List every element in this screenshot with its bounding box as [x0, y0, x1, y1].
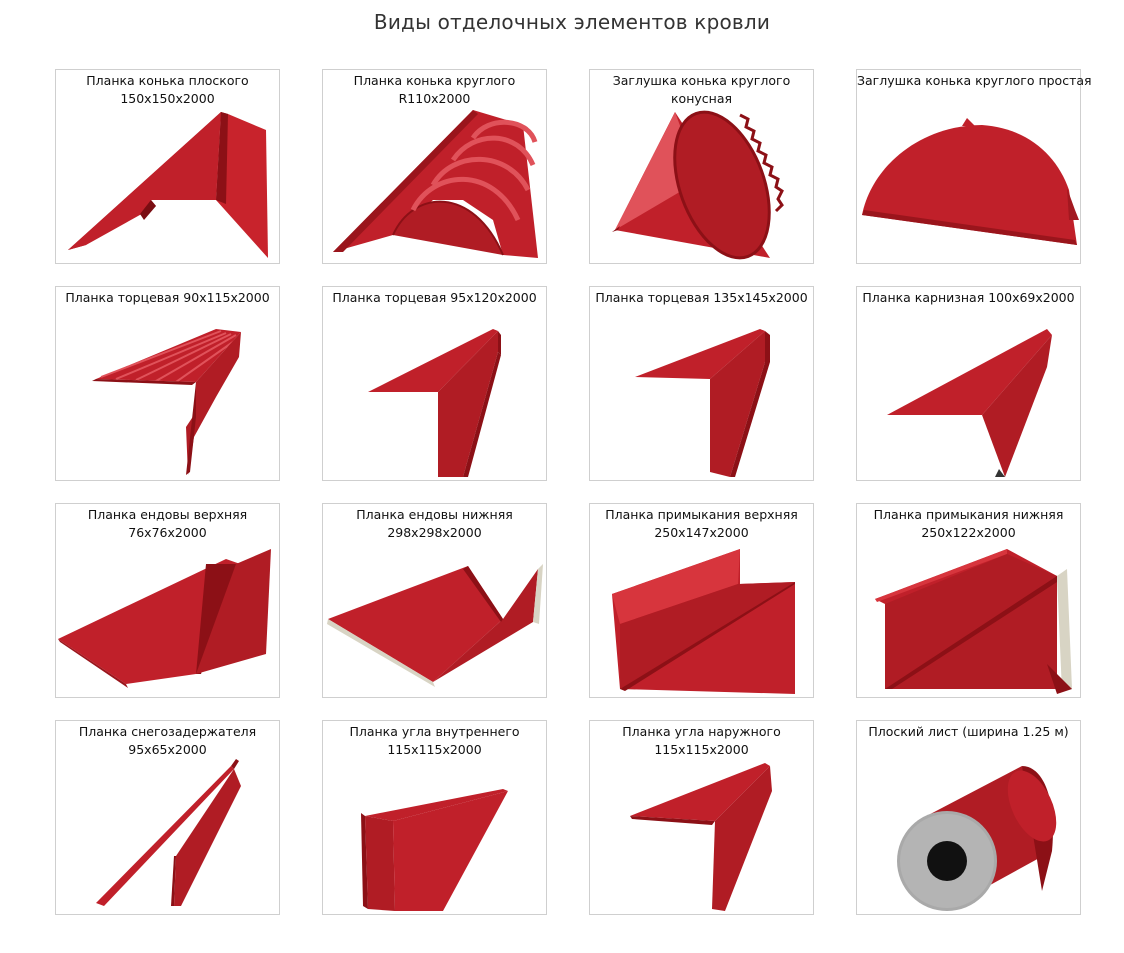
card-title: Планка угла наружного	[622, 724, 781, 739]
card-title: Заглушка конька круглого	[612, 73, 791, 88]
product-card-gable-trim-ribbed[interactable]: Планка торцевая 90x115x2000	[55, 286, 280, 481]
card-size: 250x147x2000	[654, 525, 749, 540]
card-size: 115x115x2000	[387, 742, 482, 757]
flat-sheet-roll-icon	[897, 766, 1057, 911]
product-card-cone-cap[interactable]: Заглушка конька круглого конусная	[589, 69, 814, 264]
card-title: Планка ендовы нижняя	[356, 507, 513, 522]
card-size: 298x298x2000	[387, 525, 482, 540]
product-card-simple-cap[interactable]: Заглушка конька круглого простая	[856, 69, 1092, 264]
card-title: Планка угла внутреннего	[349, 724, 520, 739]
card-size: 115x115x2000	[654, 742, 749, 757]
card-title: Заглушка конька круглого простая	[857, 73, 1092, 88]
card-size: 95x65x2000	[128, 742, 207, 757]
page-title: Виды отделочных элементов кровли	[373, 10, 771, 34]
valley-lower-icon	[327, 564, 543, 687]
inner-corner-icon	[361, 789, 508, 911]
card-title: Планка примыкания нижняя	[873, 507, 1064, 522]
card-size: 76x76x2000	[128, 525, 207, 540]
card-title: Планка снегозадержателя	[78, 724, 257, 739]
card-size: конусная	[671, 91, 732, 106]
simple-cap-icon	[862, 118, 1079, 245]
product-card-snow-guard[interactable]: Планка снегозадержателя 95x65x2000	[55, 720, 280, 915]
card-size: R110x2000	[398, 91, 471, 106]
card-title: Планка ендовы верхняя	[87, 507, 248, 522]
product-card-outer-corner[interactable]: Планка угла наружного 115x115x2000	[589, 720, 814, 915]
card-title: Планка торцевая 95x120x2000	[332, 290, 537, 305]
round-ridge-icon	[333, 110, 538, 258]
product-card-inner-corner[interactable]: Планка угла внутреннего 115x115x2000	[322, 720, 547, 915]
gable-trim-large-icon	[635, 329, 770, 477]
product-card-abutment-upper[interactable]: Планка примыкания верхняя 250x147x2000	[589, 503, 814, 698]
card-title: Планка карнизная 100x69x2000	[862, 290, 1075, 305]
card-size: 250x122x2000	[921, 525, 1016, 540]
card-title: Планка конька плоского	[86, 73, 249, 88]
valley-upper-icon	[58, 549, 271, 688]
product-card-flat-sheet[interactable]: Плоский лист (ширина 1.25 м)	[856, 720, 1081, 915]
product-card-gable-trim-large[interactable]: Планка торцевая 135x145x2000	[589, 286, 814, 481]
product-card-eave-trim[interactable]: Планка карнизная 100x69x2000	[856, 286, 1081, 481]
product-card-valley-upper[interactable]: Планка ендовы верхняя 76x76x2000	[55, 503, 280, 698]
gable-trim-ribbed-icon	[92, 329, 241, 475]
flat-ridge-icon	[68, 112, 268, 258]
cone-cap-icon	[612, 110, 784, 260]
eave-trim-icon	[887, 329, 1052, 477]
card-title: Плоский лист (ширина 1.25 м)	[868, 724, 1069, 739]
product-card-flat-ridge[interactable]: Планка конька плоского 150x150x2000	[55, 69, 280, 264]
card-title: Планка конька круглого	[353, 73, 516, 88]
product-card-gable-trim[interactable]: Планка торцевая 95x120x2000	[322, 286, 547, 481]
card-title: Планка примыкания верхняя	[605, 507, 798, 522]
product-card-abutment-lower[interactable]: Планка примыкания нижняя 250x122x2000	[856, 503, 1081, 698]
card-title: Планка торцевая 90x115x2000	[65, 290, 270, 305]
product-card-valley-lower[interactable]: Планка ендовы нижняя 298x298x2000	[322, 503, 547, 698]
card-size: 150x150x2000	[120, 91, 215, 106]
card-title: Планка торцевая 135x145x2000	[595, 290, 808, 305]
abutment-lower-icon	[875, 549, 1072, 694]
gable-trim-icon	[368, 329, 501, 477]
snow-guard-icon	[96, 759, 241, 906]
abutment-upper-icon	[612, 549, 795, 694]
outer-corner-icon	[630, 763, 772, 911]
